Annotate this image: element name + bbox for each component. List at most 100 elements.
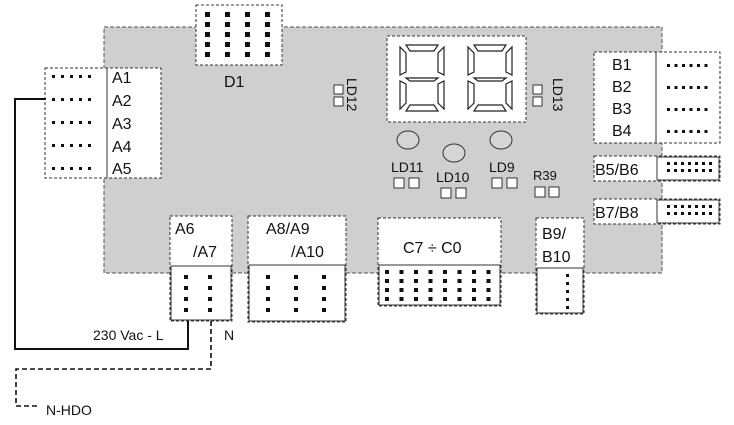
pin xyxy=(88,98,91,101)
pin xyxy=(225,12,230,17)
pin xyxy=(265,52,270,57)
pin xyxy=(486,288,491,292)
pin xyxy=(294,308,298,312)
pin xyxy=(681,169,684,172)
segment xyxy=(472,77,508,82)
led-ld10-label: LD10 xyxy=(436,169,470,185)
pin xyxy=(682,64,685,67)
connector-a5-label: A5 xyxy=(112,161,132,178)
pin xyxy=(322,308,326,312)
pin xyxy=(385,270,389,274)
pin xyxy=(79,144,82,147)
pin xyxy=(674,212,677,215)
pin xyxy=(472,279,476,283)
pin xyxy=(695,212,698,215)
pin xyxy=(322,297,326,301)
button-middle xyxy=(442,143,466,163)
pin xyxy=(667,108,670,111)
pin xyxy=(688,205,691,208)
segment xyxy=(404,104,440,112)
pin xyxy=(414,297,418,301)
pin xyxy=(697,86,700,89)
pin xyxy=(266,275,270,279)
connector-a10-label: /A10 xyxy=(291,244,324,261)
pin xyxy=(682,130,685,133)
segment xyxy=(472,104,508,112)
connector-b5-b6 xyxy=(593,155,721,182)
connector-a1-a5 xyxy=(44,67,162,179)
pin xyxy=(61,75,64,78)
led-ld10 xyxy=(440,187,467,199)
pin xyxy=(667,130,670,133)
pin xyxy=(265,22,270,27)
pin xyxy=(70,98,73,101)
pin xyxy=(322,286,326,290)
led-ld9 xyxy=(491,177,518,189)
pin xyxy=(225,32,230,37)
pin xyxy=(681,212,684,215)
pin xyxy=(702,212,705,215)
connector-a8-a10 xyxy=(247,215,347,323)
pin xyxy=(709,212,712,215)
pin xyxy=(225,22,230,27)
resistor-r39-label: R39 xyxy=(533,168,557,183)
pin xyxy=(702,162,705,165)
pin xyxy=(709,162,712,165)
pin xyxy=(457,288,462,292)
pin xyxy=(695,205,698,208)
connector-b5-b6-label: B5/B6 xyxy=(595,162,639,179)
pin xyxy=(689,64,693,67)
pin xyxy=(245,52,250,57)
connector-a4-label: A4 xyxy=(112,139,132,156)
pin xyxy=(208,275,212,279)
segment xyxy=(404,77,440,82)
pin xyxy=(695,169,698,172)
pin xyxy=(79,75,82,78)
pin xyxy=(428,288,433,292)
pin xyxy=(704,86,708,89)
pin xyxy=(225,42,230,47)
segment xyxy=(437,80,445,111)
connector-b10-label: B10 xyxy=(542,249,571,266)
connector-b4-label: B4 xyxy=(612,123,632,140)
connector-d1-label: D1 xyxy=(224,74,245,91)
pin xyxy=(79,121,82,124)
pin xyxy=(266,308,270,312)
pin xyxy=(184,286,188,290)
pin xyxy=(667,86,670,89)
pin xyxy=(79,167,82,170)
pin xyxy=(265,12,270,17)
connector-a6-label: A6 xyxy=(175,221,195,238)
connector-a3-label: A3 xyxy=(112,116,132,133)
connector-b7-b8 xyxy=(593,198,721,225)
wire-live xyxy=(14,98,189,350)
pin xyxy=(667,212,670,215)
segment xyxy=(399,80,407,111)
pin xyxy=(184,308,188,312)
pin xyxy=(414,288,418,292)
pin xyxy=(61,98,64,101)
pin xyxy=(704,108,708,111)
pin xyxy=(428,270,433,274)
pin xyxy=(682,86,685,89)
pin xyxy=(245,12,250,17)
pin xyxy=(667,205,670,208)
pin xyxy=(674,108,678,111)
connector-b9-b10 xyxy=(535,217,585,315)
pin xyxy=(667,169,670,172)
label-230vac-live: 230 Vac - L xyxy=(93,327,164,343)
segment xyxy=(437,45,445,76)
pin xyxy=(667,162,670,165)
pin xyxy=(70,167,73,170)
pin xyxy=(709,169,712,172)
connector-b9-label: B9/ xyxy=(542,226,567,243)
label-neutral: N xyxy=(224,327,234,343)
pin xyxy=(486,297,491,301)
pin xyxy=(205,52,210,57)
pin xyxy=(88,167,91,170)
pin xyxy=(674,64,678,67)
pin xyxy=(443,297,447,301)
pin xyxy=(689,130,693,133)
pin xyxy=(689,108,693,111)
